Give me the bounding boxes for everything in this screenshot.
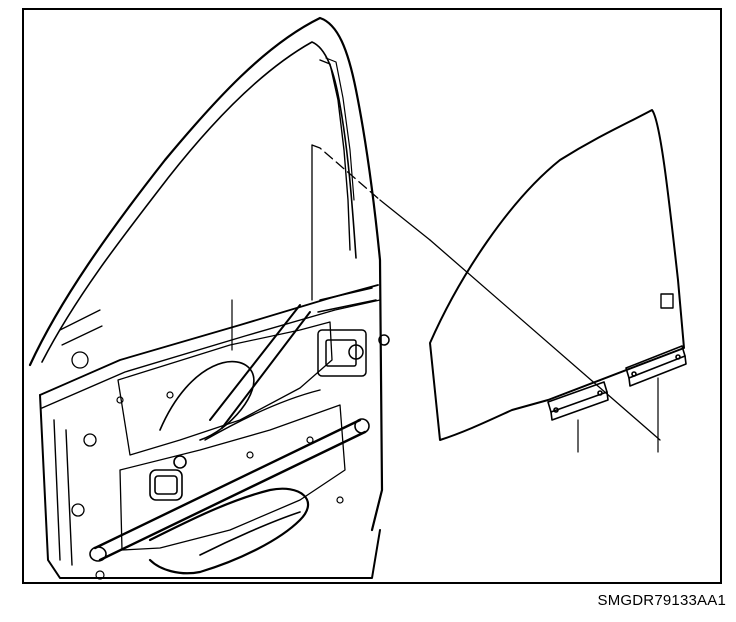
door-window-frame [28, 16, 384, 532]
door-shell-front-edge [53, 419, 73, 566]
hinge-area [59, 309, 103, 517]
door-assembly [28, 16, 390, 580]
glass-outline [429, 109, 685, 441]
belt-line-lower [41, 299, 381, 409]
projection-line-top [311, 144, 381, 201]
access-opening-upper [117, 321, 333, 456]
diagram-frame [22, 8, 722, 584]
regulator-guide-rail [209, 304, 311, 429]
projection-line-diag [429, 239, 661, 441]
lower-wire-loop-2 [199, 511, 301, 556]
impact-beam-end-2 [354, 418, 370, 434]
glass-channel-front [547, 381, 609, 421]
glass-channel-rear [625, 345, 687, 387]
regulator-cable-2 [204, 389, 321, 441]
panel-clips [95, 391, 344, 580]
impact-beam [93, 418, 367, 562]
door-glass [429, 109, 687, 453]
glass-run-channel-2 [325, 57, 355, 201]
access-opening-lower [119, 404, 346, 551]
regulator-cable [159, 360, 255, 441]
glass-run-channel [319, 59, 351, 251]
projection-lines [311, 144, 661, 441]
projection-line-top-solid [379, 199, 431, 241]
impact-beam-end [89, 546, 107, 562]
door-shell-outline [39, 394, 381, 579]
lower-wire-loop [148, 487, 310, 575]
door-window-frame-inner [41, 41, 357, 363]
glass-marking [660, 293, 674, 309]
door-latch-assembly [317, 287, 390, 377]
figure-code-label: SMGDR79133AA1 [597, 592, 726, 609]
regulator-motor [149, 455, 187, 501]
